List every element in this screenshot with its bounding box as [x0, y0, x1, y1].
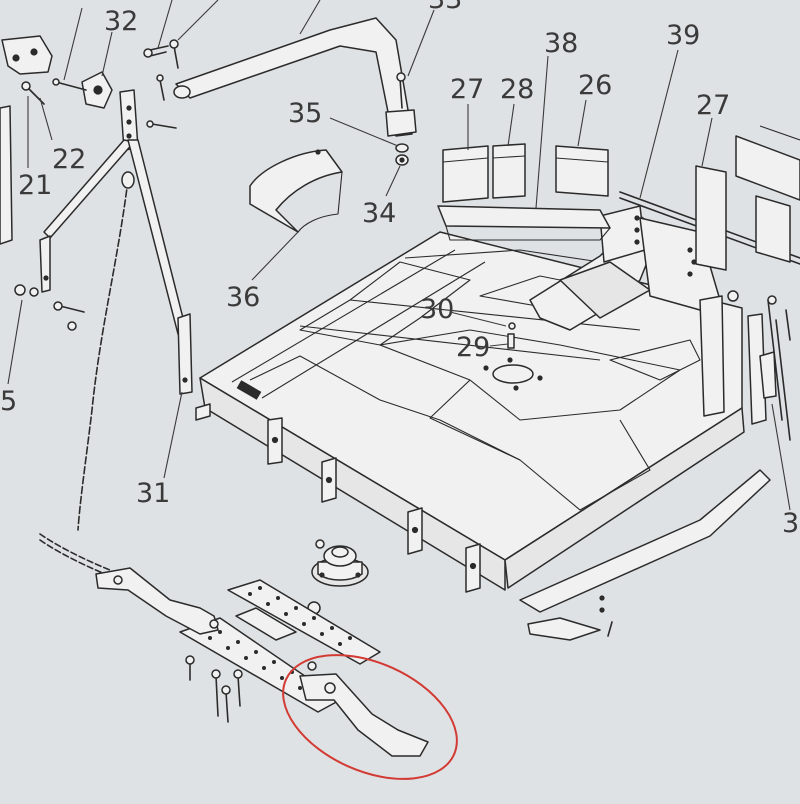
callout-35: 35 [288, 98, 322, 129]
callout-33: 33 [428, 0, 462, 15]
callout-27-left: 27 [450, 74, 484, 105]
upper-link-bar [173, 17, 417, 137]
mower-deck [195, 125, 800, 641]
callout-32: 32 [104, 6, 138, 37]
callout-21: 21 [18, 170, 52, 201]
callout-25-partial: 5 [0, 386, 17, 417]
a-frame-mast [39, 89, 193, 395]
callout-22: 22 [52, 144, 86, 175]
callout-36: 36 [226, 282, 260, 313]
callout-31: 31 [136, 478, 170, 509]
callout-26: 26 [578, 70, 612, 101]
right-hardware [759, 295, 791, 441]
callout-38: 38 [544, 28, 578, 59]
callout-30: 30 [420, 294, 454, 325]
shield-cover [249, 149, 343, 233]
callout-27-right: 27 [696, 90, 730, 121]
callout-labels: 32 33 38 39 27 28 26 27 35 34 22 21 36 3… [0, 0, 799, 539]
washers [395, 143, 409, 166]
spindle-hub [307, 539, 369, 615]
callout-29: 29 [456, 332, 490, 363]
leader-lines [7, 0, 791, 511]
blade-plates [95, 567, 429, 757]
callout-34: 34 [362, 198, 396, 229]
highlight-ellipse [282, 654, 458, 780]
left-hardware [14, 284, 85, 331]
callout-37-partial: 3 [782, 508, 799, 539]
pins [507, 322, 516, 349]
callout-39: 39 [666, 20, 700, 51]
callout-28: 28 [500, 74, 534, 105]
